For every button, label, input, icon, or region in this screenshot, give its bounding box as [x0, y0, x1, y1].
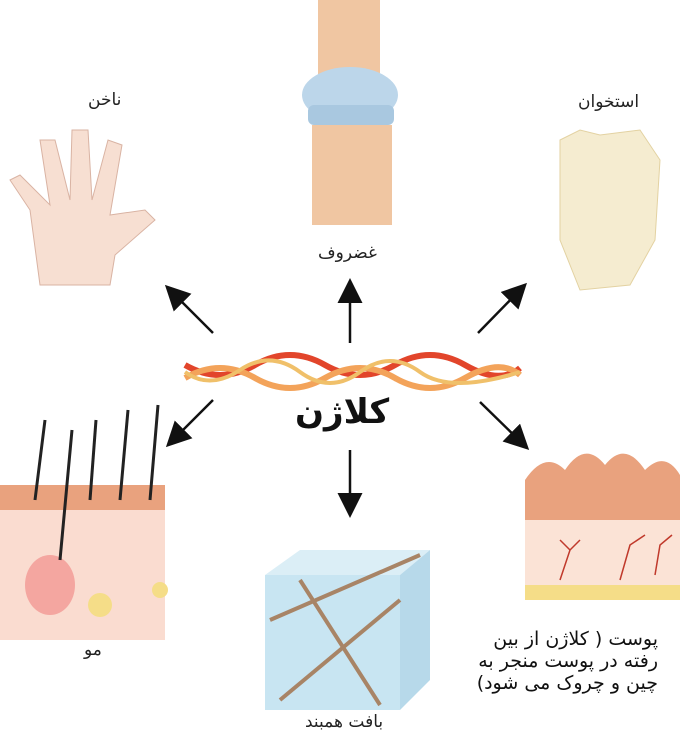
arrows	[164, 278, 530, 518]
skin-wrinkle-illustration	[525, 453, 680, 600]
hand-nail-illustration	[9, 129, 156, 286]
connective-tissue-illustration	[265, 550, 430, 710]
collagen-fiber-illustration	[183, 352, 522, 391]
hair-skin-illustration	[0, 404, 168, 640]
arrow-to-nail	[164, 284, 214, 334]
center-label-collagen: کلاژن	[295, 392, 390, 432]
arrow-to-skin	[479, 401, 530, 450]
arrow-to-hair	[165, 399, 214, 448]
label-cartilage: غضروف	[318, 243, 377, 263]
arrow-to-bone	[477, 282, 527, 334]
label-hair: مو	[84, 640, 102, 660]
knee-cartilage-illustration	[302, 0, 398, 225]
foot-bone-illustration	[559, 129, 661, 291]
label-nail: ناخن	[88, 90, 122, 110]
label-bone: استخوان	[578, 92, 640, 112]
label-skin: پوست ( کلاژن از بین رفته در پوست منجر به…	[476, 628, 658, 694]
label-connective-tissue: بافت همبند	[305, 712, 384, 732]
